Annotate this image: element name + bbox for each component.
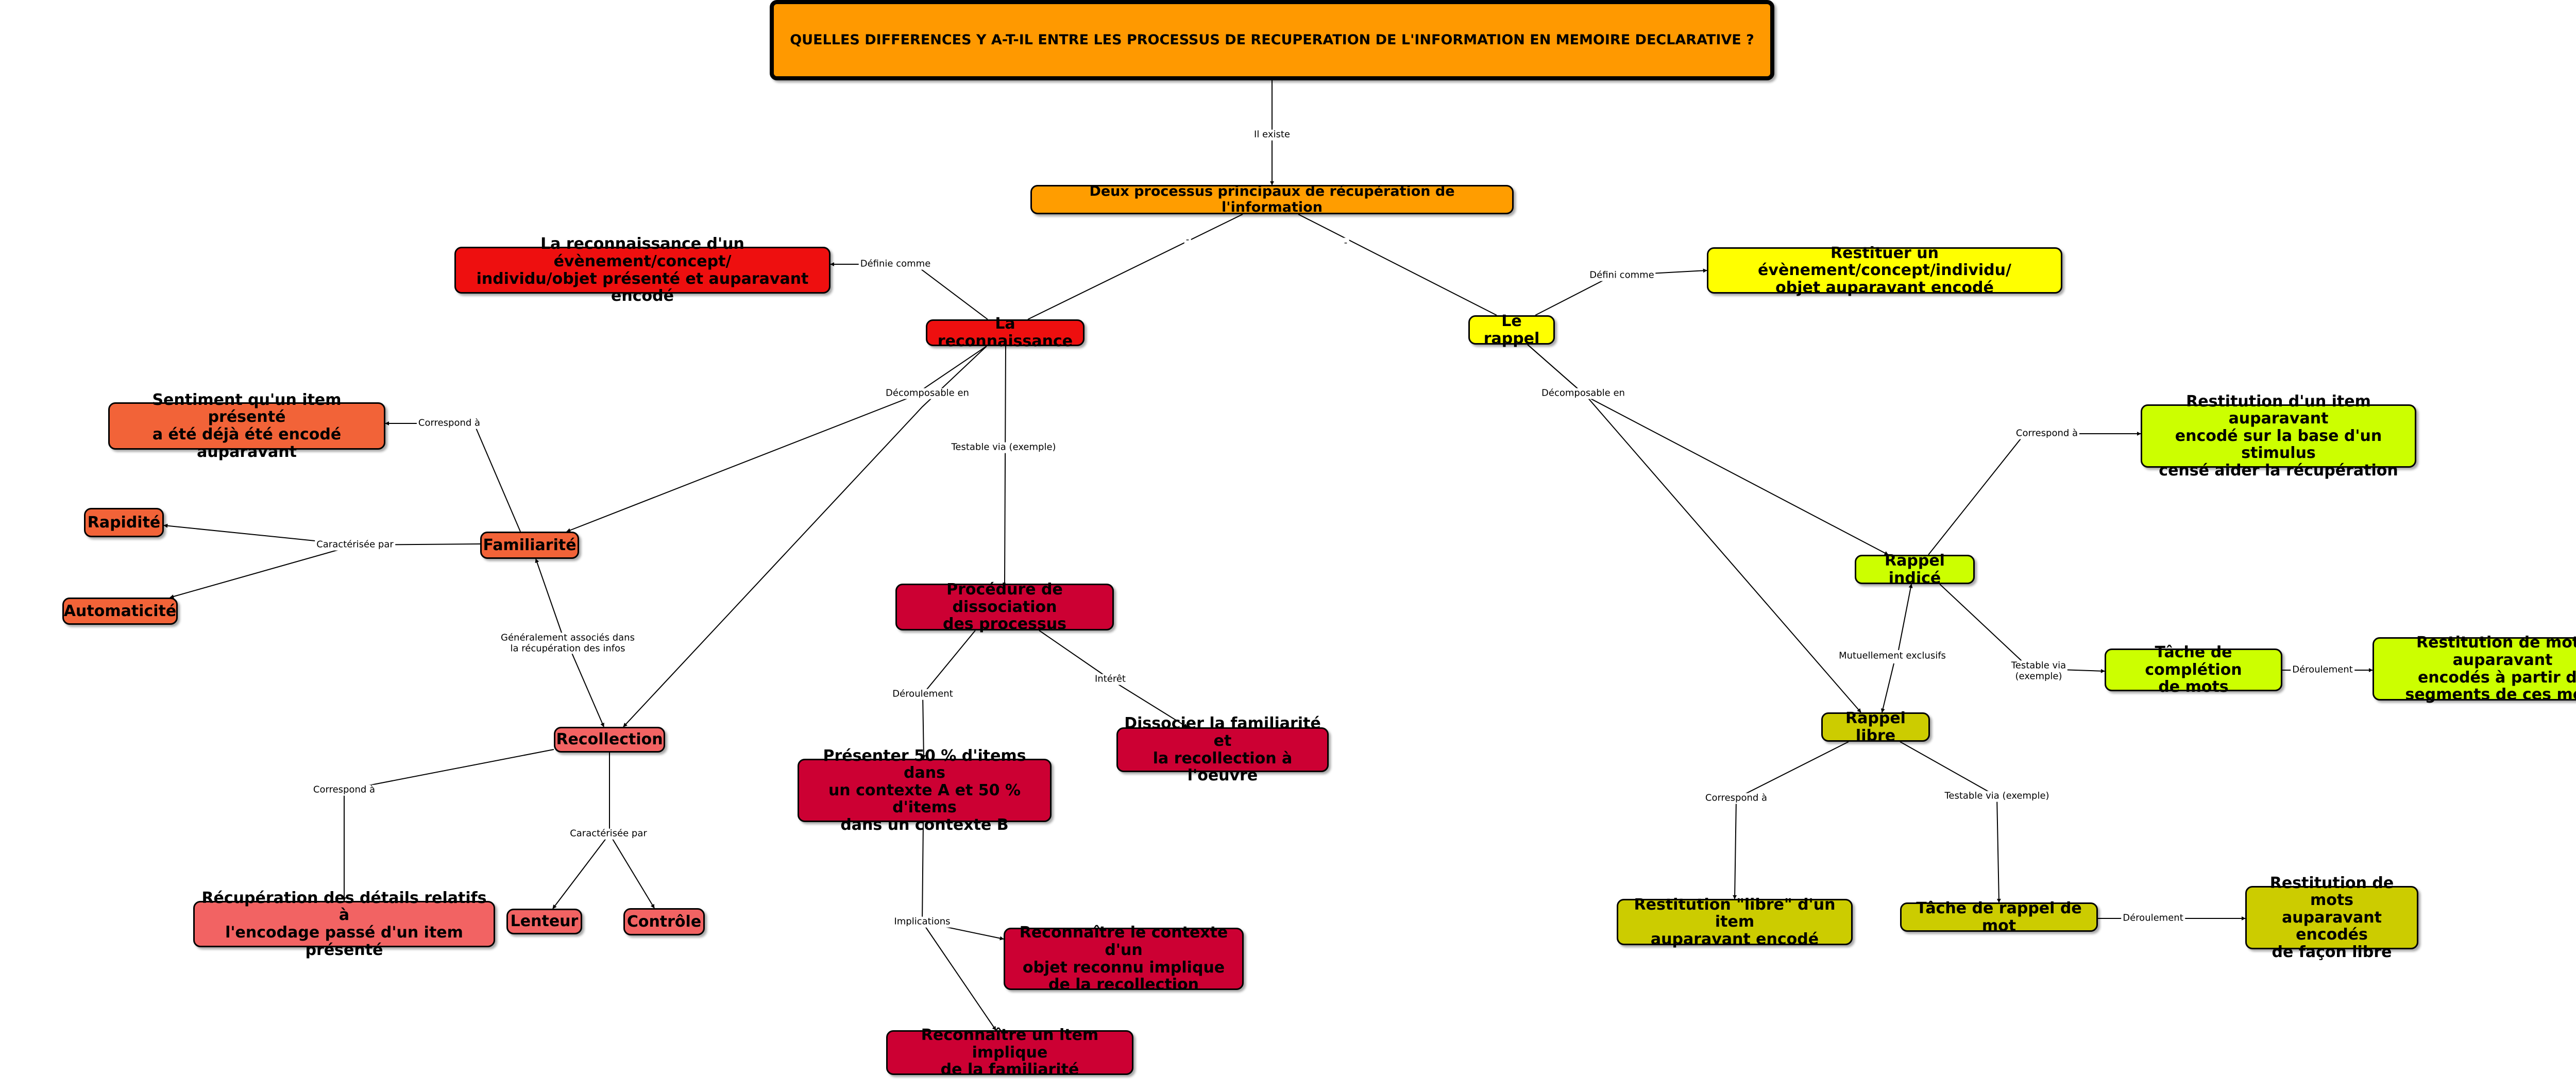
rappel-node[interactable]: Le rappel (1468, 313, 1555, 347)
reconnaitre-item-node[interactable]: Reconnaître un item implique de la famil… (886, 1027, 1133, 1079)
link-label-decomposable-left: Décomposable en (884, 388, 971, 399)
link-label-testable-completion: Testable via (exemple) (2009, 660, 2068, 682)
edge-libre-to-restitution (1733, 741, 1849, 899)
presenter-node[interactable]: Présenter 50 % d'items dans un contexte … (798, 747, 1052, 833)
reconnaitre-contexte-node[interactable]: Reconnaître le contexte d'un objet recon… (1004, 924, 1244, 993)
rapidite-node[interactable]: Rapidité (84, 508, 164, 537)
link-label-il-existe: Il existe (1252, 129, 1292, 141)
edge-recollection-to-recup (342, 749, 554, 901)
edge-indice-to-completion (1939, 584, 2105, 673)
edge-rappel-to-libre (1527, 344, 1861, 713)
restitution-indice-node[interactable]: Restitution d'un item auparavant encodé … (2141, 393, 2416, 479)
rappel-indice-node[interactable]: Rappel indicé (1855, 552, 1975, 587)
link-label-mutuellement: Mutuellement exclusifs (1837, 651, 1947, 662)
link-label-deroulement-proc: Déroulement (891, 689, 955, 700)
edge-processus-to-rappel (1298, 214, 1497, 316)
tache-completion-node[interactable]: Tâche de complétion de mots (2105, 644, 2282, 696)
deux-processus-node[interactable]: Deux processus principaux de récupératio… (1030, 184, 1514, 215)
edge-rappel-to-indice (1527, 344, 1889, 555)
controle-node[interactable]: Contrôle (623, 908, 705, 935)
link-label-interet: Intérêt (1093, 674, 1127, 685)
edge-recollection-to-controle (609, 833, 655, 909)
tache-rappel-mot-node[interactable]: Tâche de rappel de mot (1900, 900, 2098, 934)
link-label-caracterisee-fam: Caractérisée par (315, 539, 395, 551)
link-label-generalement: Généralement associés dans la récupérati… (499, 632, 636, 654)
dissocier-node[interactable]: Dissocier la familiarité et la recollect… (1116, 715, 1329, 784)
edge-familiarite-to-automaticite (170, 544, 356, 599)
rappel-libre-node[interactable]: Rappel libre (1821, 710, 1930, 744)
link-label-caracterisee-rec: Caractérisée par (568, 828, 649, 840)
recollection-node[interactable]: Recollection (554, 727, 665, 753)
link-label-correspond-indice: Correspond à (2014, 428, 2080, 439)
edge-reconnaissance-to-def (830, 262, 988, 320)
edge-familiarite-recollection (536, 559, 604, 727)
edge-processus-to-reconnaissance (1027, 214, 1243, 320)
link-label-correspond-sentiment: Correspond à (416, 418, 482, 429)
link-label-testable-exemple: Testable via (exemple) (950, 442, 1058, 453)
link-label-tick-right: - (1342, 237, 1349, 249)
sentiment-node[interactable]: Sentiment qu'un item présenté a été déjà… (108, 391, 385, 460)
link-label-deroulement-completion: Déroulement (2291, 664, 2354, 676)
edge-presenter-to-item (922, 922, 996, 1031)
restitution-mots-libre-node[interactable]: Restitution de mots auparavant encodés d… (2245, 874, 2418, 961)
link-label-definie-comme: Définie comme (858, 259, 933, 270)
restitution-segments-node[interactable]: Restitution de mots auparavant encodés à… (2372, 634, 2576, 703)
recup-details-node[interactable]: Récupération des détails relatifs à l'en… (193, 890, 495, 959)
reconnaissance-node[interactable]: La reconnaissance (926, 315, 1084, 350)
familiarite-node[interactable]: Familiarité (480, 532, 579, 559)
restitution-libre-node[interactable]: Restitution "libre" d'un item auparavant… (1617, 896, 1853, 948)
link-label-implications: Implications (892, 916, 952, 928)
edge-familiarite-to-sentiment (385, 421, 521, 532)
edge-indice-to-restitution (1928, 432, 2141, 555)
edge-indice-libre (1882, 584, 1911, 712)
link-label-defini-comme: Défini comme (1588, 270, 1656, 281)
edge-reconnaissance-to-familiarite (566, 346, 987, 533)
title-node[interactable]: QUELLES DIFFERENCES Y A-T-IL ENTRE LES P… (770, 0, 1774, 80)
def-rappel-node[interactable]: Restituer un évènement/concept/individu/… (1707, 244, 2062, 296)
def-reconnaissance-node[interactable]: La reconnaissance d'un évènement/concept… (454, 235, 831, 304)
procedure-node[interactable]: Procédure de dissociation des processus (895, 581, 1114, 633)
link-label-deroulement-rappel-mot: Déroulement (2121, 913, 2185, 924)
link-label-decomposable-right: Décomposable en (1540, 388, 1626, 399)
edge-libre-to-tache (1900, 741, 2001, 903)
edge-reconnaissance-to-procedure (1004, 346, 1006, 584)
automaticite-node[interactable]: Automaticité (62, 598, 178, 625)
link-label-correspond-libre: Correspond à (1703, 793, 1769, 804)
edge-reconnaissance-to-recollection (623, 346, 987, 727)
lenteur-node[interactable]: Lenteur (506, 909, 582, 934)
link-label-testable-rappel-mot: Testable via (exemple) (1943, 791, 2051, 802)
link-label-correspond-recup: Correspond à (311, 784, 377, 796)
link-label-tick-left: - (1184, 234, 1191, 246)
